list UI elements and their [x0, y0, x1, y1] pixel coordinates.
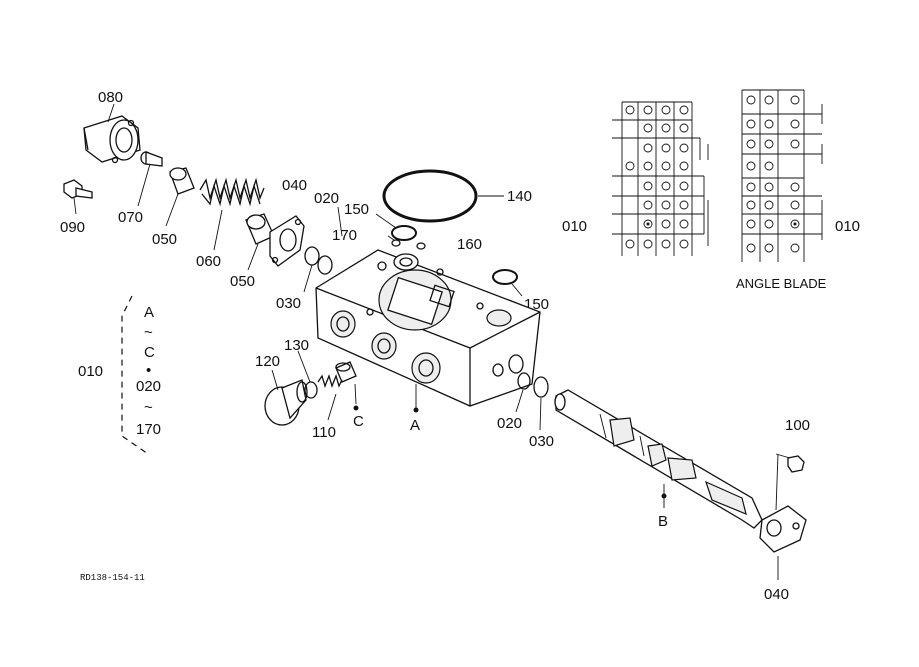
leader-050-a [165, 193, 179, 227]
bracket-bullet: • [146, 362, 151, 379]
label-120: 120 [255, 353, 280, 370]
part-040-flange [269, 215, 305, 267]
part-150-oring-b [492, 269, 518, 285]
label-010-left: 010 [78, 363, 103, 380]
label-030-b: 030 [529, 433, 554, 450]
part-020-oring-a [317, 255, 333, 275]
part-060-spring [199, 177, 265, 207]
label-110: 110 [312, 424, 336, 441]
part-030-washer [304, 246, 320, 266]
label-170: 170 [332, 227, 357, 244]
bracket-170: 170 [136, 421, 161, 438]
bracket-c: C [144, 344, 155, 361]
part-020-oring-b [517, 372, 531, 390]
mark-c-dot [353, 405, 359, 411]
label-050-a: 050 [152, 231, 177, 248]
drawing-code: RD138-154-11 [80, 573, 145, 583]
label-010-mid: 010 [562, 218, 587, 235]
label-080: 080 [98, 89, 123, 106]
label-100: 100 [785, 417, 810, 434]
bracket-a: A [144, 304, 154, 321]
part-100-bolt [787, 455, 805, 473]
label-030-a: 030 [276, 295, 301, 312]
label-020-a: 020 [314, 190, 339, 207]
leader-170 [387, 235, 395, 241]
part-090-bolt [63, 179, 93, 199]
label-070: 070 [118, 209, 143, 226]
leader-150-a [375, 213, 397, 229]
label-mark-a: A [410, 417, 420, 434]
leader-130 [297, 350, 311, 383]
leader-150-b [511, 283, 523, 297]
part-spool [554, 389, 763, 529]
leader-100 [775, 453, 779, 511]
label-090: 090 [60, 219, 85, 236]
label-mark-b: B [658, 513, 668, 530]
part-040-flange-b [759, 505, 807, 553]
part-050-seat-a [169, 167, 195, 195]
label-mark-c: C [353, 413, 364, 430]
part-170-ring [391, 239, 401, 247]
label-040-a: 040 [282, 177, 307, 194]
leader-060 [213, 209, 223, 251]
bracket-020: 020 [136, 378, 161, 395]
leader-120 [271, 369, 279, 391]
reference-grid-right [741, 89, 823, 262]
leader-020-b [515, 389, 524, 413]
leader-050-b [247, 243, 259, 271]
leader-030-a [303, 264, 313, 293]
part-070-screw [140, 151, 163, 167]
part-030-washer-b [533, 376, 549, 398]
label-050-b: 050 [230, 273, 255, 290]
part-120-plug [264, 379, 308, 426]
label-060: 060 [196, 253, 221, 270]
label-020-b: 020 [497, 415, 522, 432]
part-160-ring [416, 242, 426, 250]
leader-080 [107, 103, 115, 123]
bracket-dashed [121, 295, 149, 455]
reference-grid-left [612, 101, 709, 256]
leader-070 [137, 163, 151, 207]
mark-a-dot [413, 407, 419, 413]
part-150-oring-a [391, 225, 417, 241]
part-140-oring [382, 169, 478, 223]
part-080-housing [83, 115, 141, 164]
bracket-tilde-2: ~ [144, 399, 153, 416]
label-angle-blade: ANGLE BLADE [736, 276, 827, 291]
leader-c [354, 383, 357, 405]
leader-020-a [337, 206, 343, 237]
leader-110 [327, 393, 337, 421]
part-110-spring [317, 361, 357, 388]
leader-100-b [775, 453, 791, 459]
bracket-tilde-1: ~ [144, 324, 153, 341]
valve-body [315, 249, 541, 407]
leader-030-b [539, 397, 542, 431]
label-040-b: 040 [764, 586, 789, 603]
label-150-a: 150 [344, 201, 369, 218]
label-140: 140 [507, 188, 532, 205]
label-010-right: 010 [835, 218, 860, 235]
leader-090 [73, 197, 77, 215]
part-130-oring [304, 381, 318, 399]
mark-b-dot [661, 493, 667, 499]
label-130: 130 [284, 337, 309, 354]
label-160: 160 [457, 236, 482, 253]
